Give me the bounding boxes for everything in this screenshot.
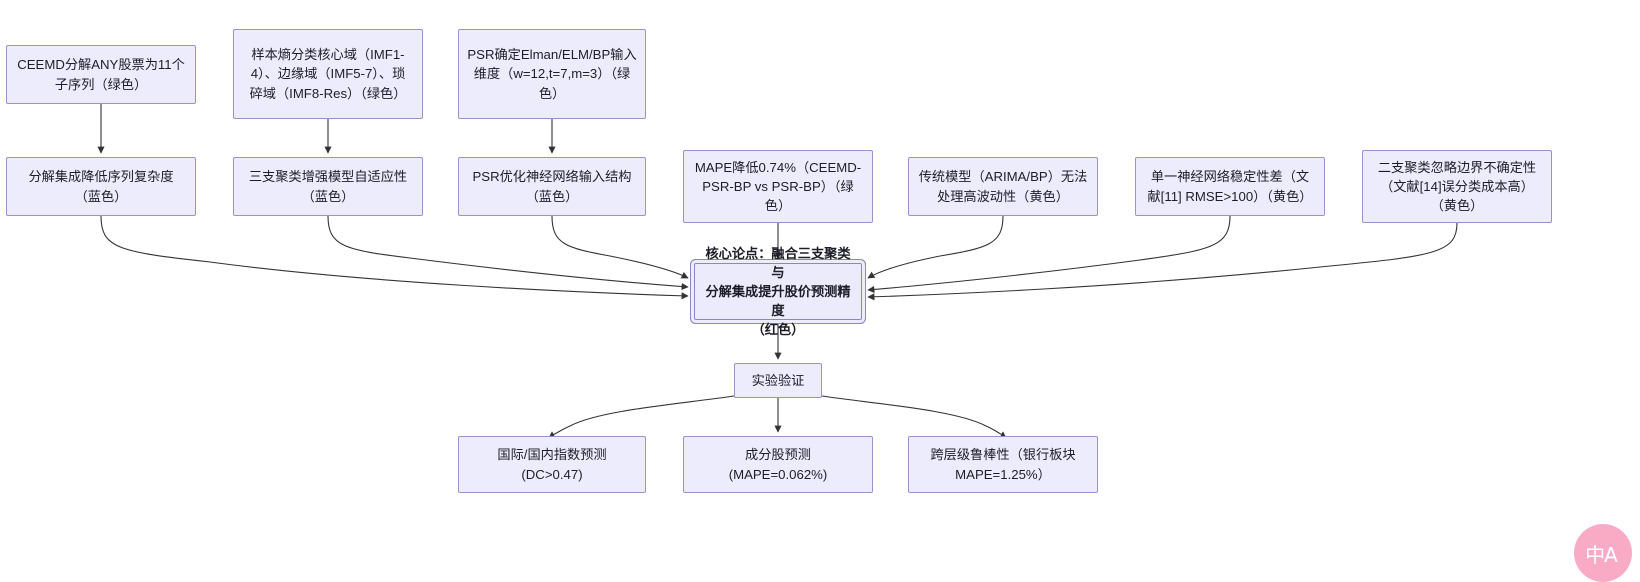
node-psr-optimizes-network-input[interactable]: PSR优化神经网络输入结构 （蓝色）: [458, 157, 646, 216]
node-result-constituent-stock-forecast[interactable]: 成分股预测 (MAPE=0.062%): [683, 436, 873, 493]
node-label: 跨层级鲁棒性（银行板块 MAPE=1.25%）: [930, 447, 1076, 482]
edge-n10-core: [867, 222, 1458, 301]
node-label: PSR优化神经网络输入结构 （蓝色）: [472, 169, 632, 204]
node-label: 核心论点：融合三支聚类与 分解集成提升股价预测精度 （红色）: [705, 245, 851, 338]
node-mape-reduction-evidence[interactable]: MAPE降低0.74%（CEEMD- PSR-BP vs PSR-BP）（绿 色…: [683, 150, 873, 223]
node-decomposition-reduces-complexity[interactable]: 分解集成降低序列复杂度 （蓝色）: [6, 157, 196, 216]
node-traditional-models-limitation[interactable]: 传统模型（ARIMA/BP）无法 处理高波动性（黄色）: [908, 157, 1098, 216]
node-label: 分解集成降低序列复杂度 （蓝色）: [28, 169, 174, 204]
node-three-way-clustering-adaptivity[interactable]: 三支聚类增强模型自适应性 （蓝色）: [233, 157, 423, 216]
node-label: 三支聚类增强模型自适应性 （蓝色）: [248, 169, 408, 204]
watermark-text: 中A: [1585, 543, 1618, 567]
edge-n11-n14: [821, 395, 1007, 439]
edge-n11-n12: [548, 395, 735, 439]
edge-n9-core: [867, 215, 1231, 294]
node-result-index-forecast[interactable]: 国际/国内指数预测 (DC>0.47): [458, 436, 646, 493]
edge-n4-core: [100, 215, 689, 300]
node-ceemd-decomposition[interactable]: CEEMD分解ANY股票为11个 子序列（绿色）: [6, 45, 196, 104]
watermark-badge: 中A: [1574, 524, 1632, 582]
node-label: 国际/国内指数预测 (DC>0.47): [497, 447, 607, 482]
node-label: 二支聚类忽略边界不确定性 （文献[14]误分类成本高） （黄色）: [1377, 159, 1537, 214]
node-label: 成分股预测 (MAPE=0.062%): [728, 447, 828, 482]
node-label: CEEMD分解ANY股票为11个 子序列（绿色）: [17, 57, 185, 92]
node-label: 单一神经网络稳定性差（文 献[11] RMSE>100）（黄色）: [1147, 169, 1313, 204]
node-label: MAPE降低0.74%（CEEMD- PSR-BP vs PSR-BP）（绿 色…: [694, 159, 862, 214]
node-two-way-clustering-limitation[interactable]: 二支聚类忽略边界不确定性 （文献[14]误分类成本高） （黄色）: [1362, 150, 1552, 223]
edge-n5-core: [327, 215, 689, 291]
node-result-cross-level-robustness[interactable]: 跨层级鲁棒性（银行板块 MAPE=1.25%）: [908, 436, 1098, 493]
edge-n8-core: [867, 215, 1004, 279]
node-label: 样本熵分类核心域（IMF1- 4）、边缘域（IMF5-7）、琐 碎域（IMF8-…: [249, 47, 407, 101]
edge-n6-core: [551, 215, 689, 279]
node-psr-input-dimension[interactable]: PSR确定Elman/ELM/BP输入 维度（w=12,t=7,m=3）（绿 色…: [458, 29, 646, 119]
node-label: 实验验证: [751, 372, 805, 388]
node-experimental-validation[interactable]: 实验验证: [734, 363, 822, 398]
node-core-claim[interactable]: 核心论点：融合三支聚类与 分解集成提升股价预测精度 （红色）: [694, 246, 862, 337]
node-sample-entropy-classification[interactable]: 样本熵分类核心域（IMF1- 4）、边缘域（IMF5-7）、琐 碎域（IMF8-…: [233, 29, 423, 119]
node-label: 传统模型（ARIMA/BP）无法 处理高波动性（黄色）: [918, 169, 1088, 204]
node-label: PSR确定Elman/ELM/BP输入 维度（w=12,t=7,m=3）（绿 色…: [467, 47, 637, 101]
node-single-network-instability[interactable]: 单一神经网络稳定性差（文 献[11] RMSE>100）（黄色）: [1135, 157, 1325, 216]
